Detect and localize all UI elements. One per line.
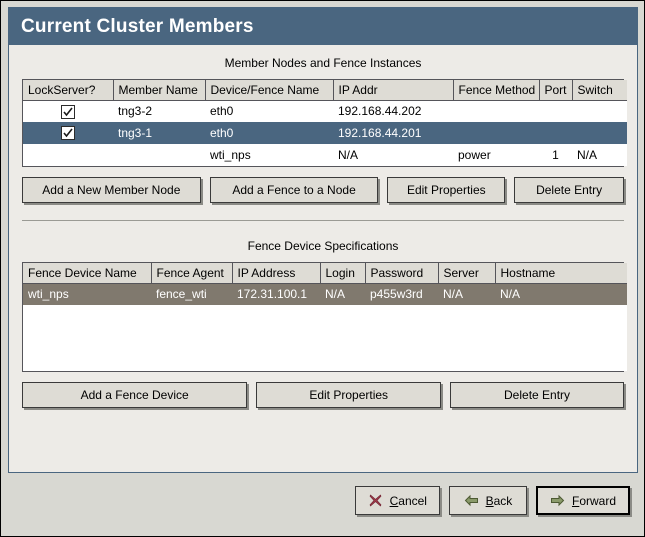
column-header-fence-method[interactable]: Fence Method (453, 80, 540, 101)
content-panel: Current Cluster Members Member Nodes and… (8, 7, 638, 473)
members-table-container[interactable]: LockServer? Member Name Device/Fence Nam… (22, 79, 627, 167)
cell-ip-addr[interactable]: 192.168.44.202 (333, 100, 453, 122)
table-row[interactable]: wti_nps fence_wti 172.31.100.1 N/A p455w… (23, 283, 627, 305)
column-header-ip-addr[interactable]: IP Addr (333, 80, 454, 101)
add-fence-to-node-button[interactable]: Add a Fence to a Node (209, 177, 379, 203)
back-button-label: Back (486, 494, 513, 508)
cancel-label-rest: ancel (398, 493, 427, 508)
fence-edit-properties-button[interactable]: Edit Properties (256, 382, 442, 408)
fence-table-header-row: Fence Device Name Fence Agent IP Address… (23, 263, 627, 284)
back-mnemonic: B (485, 493, 494, 508)
cell-ip-addr[interactable]: N/A (333, 144, 453, 166)
add-fence-device-button[interactable]: Add a Fence Device (22, 382, 248, 408)
cell-port[interactable] (539, 122, 572, 144)
column-header-device-fence-name[interactable]: Device/Fence Name (205, 80, 334, 101)
cell-member-name[interactable] (113, 144, 205, 166)
arrow-left-icon (464, 493, 479, 508)
lockserver-checkbox-checked[interactable] (61, 126, 75, 141)
cell-fence-method[interactable] (453, 100, 539, 122)
cell-fence-device-name[interactable]: wti_nps (23, 283, 151, 305)
cell-port[interactable] (539, 100, 572, 122)
dialog-footer: Cancel Back Forward (8, 474, 638, 531)
dialog-title: Current Cluster Members (9, 8, 637, 45)
cancel-button-label: Cancel (390, 494, 427, 508)
lockserver-checkbox-checked[interactable] (61, 104, 75, 119)
fence-delete-entry-button[interactable]: Delete Entry (450, 382, 624, 408)
cell-device-fence-name[interactable]: eth0 (205, 100, 333, 122)
members-delete-entry-button[interactable]: Delete Entry (514, 177, 624, 203)
column-header-member-name[interactable]: Member Name (113, 80, 206, 101)
table-empty-row (23, 305, 627, 327)
forward-button-label: Forward (572, 494, 616, 508)
fence-button-row: Add a Fence Device Edit Properties Delet… (22, 382, 624, 408)
fence-table-container[interactable]: Fence Device Name Fence Agent IP Address… (22, 262, 627, 372)
cell-switch[interactable] (572, 122, 627, 144)
cell-switch[interactable]: N/A (572, 144, 627, 166)
back-label-rest: ack (493, 493, 513, 508)
panel-body: Member Nodes and Fence Instances LockSer… (9, 45, 637, 472)
add-new-member-node-button[interactable]: Add a New Member Node (22, 177, 201, 203)
cell-member-name[interactable]: tng3-2 (113, 100, 205, 122)
column-header-password[interactable]: Password (365, 263, 439, 284)
column-header-server[interactable]: Server (438, 263, 496, 284)
nav-button-group: Cancel Back Forward (354, 486, 630, 515)
forward-mnemonic: F (571, 493, 580, 508)
table-row[interactable]: wti_nps N/A power 1 N/A (23, 144, 627, 166)
column-header-port[interactable]: Port (539, 80, 573, 101)
table-empty-row (23, 349, 627, 371)
cell-switch[interactable] (572, 100, 627, 122)
table-row[interactable]: tng3-1 eth0 192.168.44.201 (23, 122, 627, 144)
cell-device-fence-name[interactable]: wti_nps (205, 144, 333, 166)
cell-device-fence-name[interactable]: eth0 (205, 122, 333, 144)
table-row[interactable]: tng3-2 eth0 192.168.44.202 (23, 100, 627, 122)
column-header-fence-agent[interactable]: Fence Agent (151, 263, 233, 284)
cell-member-name[interactable]: tng3-1 (113, 122, 205, 144)
table-empty-row (23, 327, 627, 349)
members-table: LockServer? Member Name Device/Fence Nam… (23, 80, 627, 166)
cell-hostname[interactable]: N/A (495, 283, 627, 305)
cell-port[interactable]: 1 (539, 144, 572, 166)
cell-fence-method[interactable] (453, 122, 539, 144)
arrow-right-icon (550, 493, 565, 508)
forward-label-rest: orward (579, 493, 616, 508)
members-edit-properties-button[interactable]: Edit Properties (387, 177, 506, 203)
members-button-row: Add a New Member Node Add a Fence to a N… (22, 177, 624, 203)
cell-lockserver[interactable] (23, 144, 113, 166)
cell-login[interactable]: N/A (320, 283, 365, 305)
column-header-hostname[interactable]: Hostname (495, 263, 627, 284)
cancel-mnemonic: C (389, 493, 399, 508)
back-button[interactable]: Back (448, 486, 527, 515)
members-section-title: Member Nodes and Fence Instances (224, 56, 422, 70)
forward-button[interactable]: Forward (535, 486, 630, 515)
fence-devices-table: Fence Device Name Fence Agent IP Address… (23, 263, 627, 371)
cell-lockserver[interactable] (23, 100, 113, 122)
cell-ip-addr[interactable]: 192.168.44.201 (333, 122, 453, 144)
column-header-fence-device-name[interactable]: Fence Device Name (23, 263, 152, 284)
cell-lockserver[interactable] (23, 122, 113, 144)
column-header-ip-address[interactable]: IP Address (232, 263, 321, 284)
fence-section-title: Fence Device Specifications (247, 239, 399, 253)
cell-ip-address[interactable]: 172.31.100.1 (232, 283, 320, 305)
section-divider (22, 220, 624, 221)
cell-server[interactable]: N/A (438, 283, 495, 305)
cell-fence-method[interactable]: power (453, 144, 539, 166)
members-table-header-row: LockServer? Member Name Device/Fence Nam… (23, 80, 627, 101)
column-header-switch[interactable]: Switch (572, 80, 627, 101)
cancel-button[interactable]: Cancel (354, 486, 440, 515)
column-header-lockserver[interactable]: LockServer? (23, 80, 114, 101)
cell-fence-agent[interactable]: fence_wti (151, 283, 232, 305)
cell-password[interactable]: p455w3rd (365, 283, 438, 305)
close-x-icon (368, 493, 383, 508)
column-header-login[interactable]: Login (320, 263, 366, 284)
